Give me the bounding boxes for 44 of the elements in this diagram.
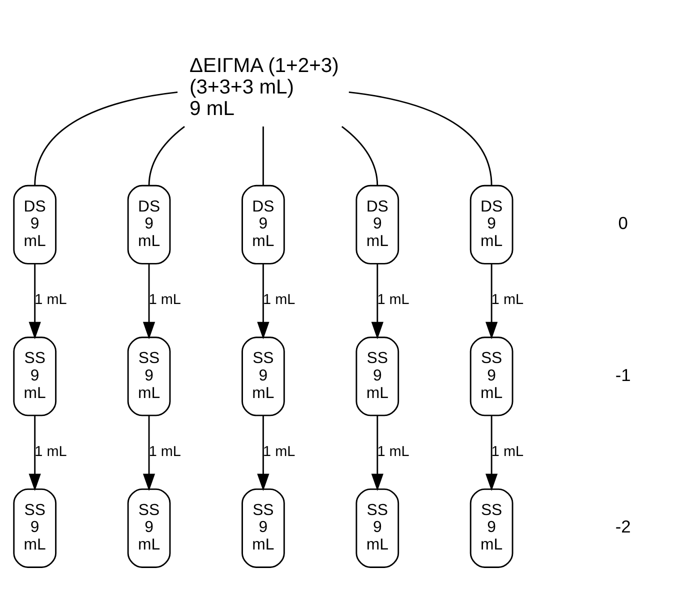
edge-label: 1 mL <box>377 443 410 460</box>
node-box: SS 9 mL <box>470 488 514 568</box>
node-box: SS 9 mL <box>127 336 171 416</box>
edge-label: 1 mL <box>263 443 296 460</box>
edge-label: 1 mL <box>377 292 410 308</box>
arrow <box>142 415 156 491</box>
node-box: SS 9 mL <box>470 336 514 416</box>
connector <box>34 90 178 186</box>
node-box: SS 9 mL <box>127 488 171 568</box>
arrow <box>257 415 270 491</box>
node-box: SS 9 mL <box>356 488 400 568</box>
node-box: DS 9 mL <box>242 184 285 264</box>
node-box: SS 9 mL <box>242 336 285 416</box>
label: -2 <box>615 516 631 536</box>
arrow <box>371 415 384 491</box>
edge-label: 1 mL <box>148 443 181 460</box>
edge-label: 1 mL <box>34 292 67 308</box>
arrow <box>371 264 384 339</box>
edge-label: 1 mL <box>491 292 524 308</box>
node-box: DS 9 mL <box>127 184 171 264</box>
node-box: SS 9 mL <box>13 488 57 568</box>
arrow <box>28 264 41 339</box>
node-box: SS 9 mL <box>13 336 57 416</box>
node-box: DS 9 mL <box>13 184 57 264</box>
arrow <box>142 264 156 339</box>
node-box: DS 9 mL <box>470 184 514 264</box>
arrow <box>486 415 498 491</box>
node-text: ΔΕΙΓΜΑ (1+2+3) (3+3+3 mL) 9 mL <box>189 54 339 120</box>
connector <box>348 90 492 186</box>
label: -1 <box>615 364 631 384</box>
arrow <box>257 264 270 339</box>
arrow <box>486 264 498 339</box>
label: 0 <box>618 212 628 233</box>
connector <box>262 126 264 186</box>
connector <box>341 125 378 186</box>
connector <box>148 125 185 186</box>
edge-label: 1 mL <box>148 292 181 308</box>
node-box: SS 9 mL <box>242 488 285 568</box>
edge-label: 1 mL <box>34 443 67 460</box>
node-box: DS 9 mL <box>356 184 400 264</box>
node-box: SS 9 mL <box>356 336 400 416</box>
arrow <box>28 415 41 491</box>
edge-label: 1 mL <box>263 292 296 308</box>
edge-label: 1 mL <box>491 443 524 460</box>
